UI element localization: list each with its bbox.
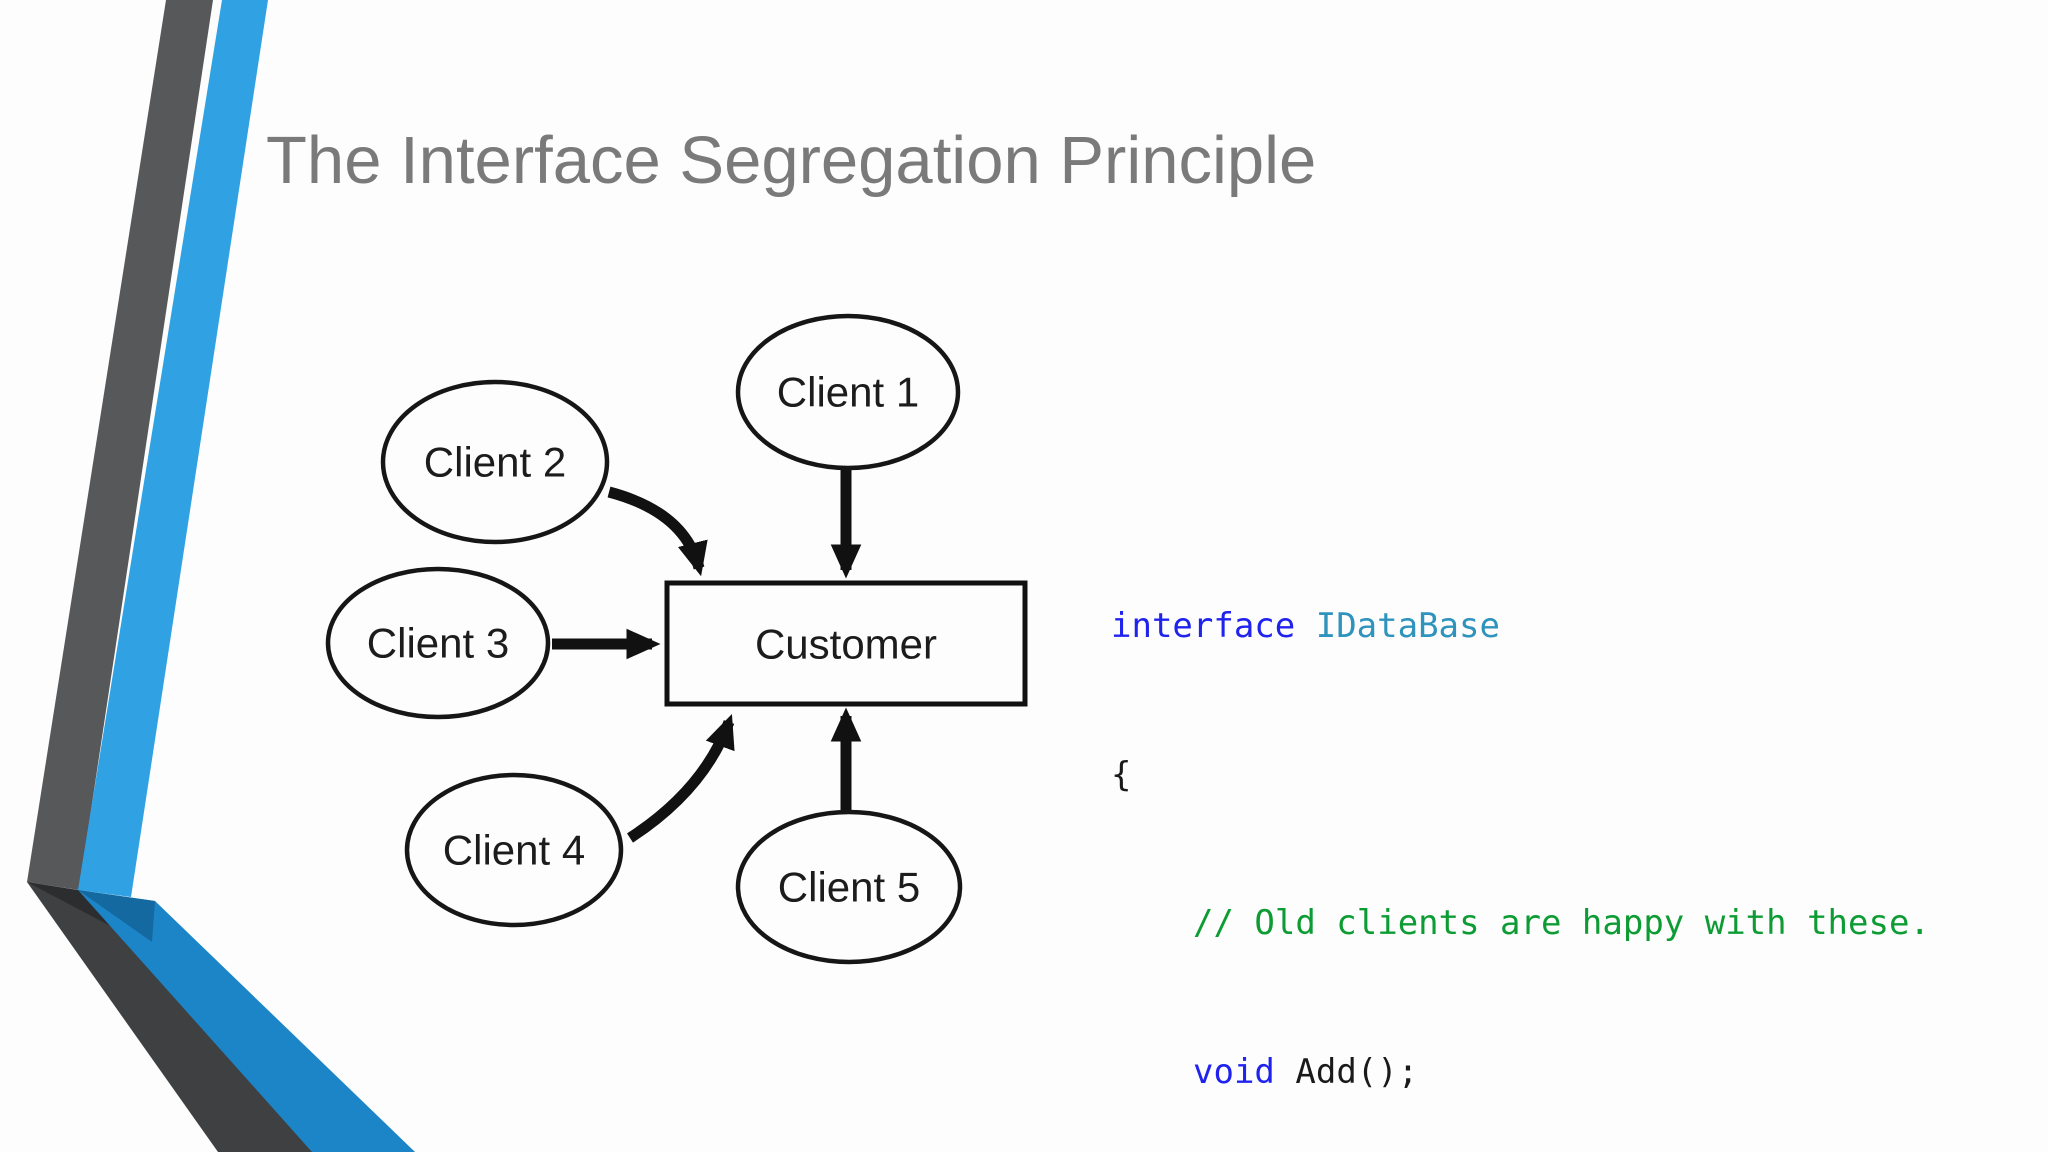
client-4-node: Client 4 — [404, 772, 624, 928]
code-open-brace: { — [1111, 754, 1132, 795]
blue-ribbon-upper-segment — [78, 0, 268, 897]
client-2-node: Client 2 — [380, 379, 610, 545]
code-method-call: Add(); — [1295, 1051, 1419, 1092]
customer-box — [664, 580, 1028, 707]
code-keyword-interface: interface — [1111, 606, 1296, 646]
gray-ribbon-fold — [27, 882, 118, 930]
code-interface-name: IDataBase — [1315, 606, 1500, 646]
customer-node: Customer — [664, 580, 1028, 707]
code-line-comment: // Old clients are happy with these. — [1111, 899, 1930, 949]
code-line-method: void Add(); — [1111, 1048, 1930, 1098]
code-snippet: interface IDataBase { // Old clients are… — [1111, 503, 1930, 1152]
client-4-ellipse — [404, 772, 624, 928]
code-line-open-brace: { — [1111, 751, 1930, 801]
gray-ribbon-lower-segment — [27, 882, 313, 1152]
client-3-label: Client 3 — [367, 620, 509, 667]
client-2-ellipse — [380, 379, 610, 545]
client-5-node: Client 5 — [735, 809, 963, 965]
client-3-ellipse — [325, 566, 551, 720]
customer-label: Customer — [755, 621, 937, 668]
client-1-ellipse — [735, 313, 961, 471]
arrow-client2-to-customer — [607, 486, 708, 577]
client-1-label: Client 1 — [777, 369, 919, 416]
client-3-node: Client 3 — [325, 566, 551, 720]
arrow-client4-to-customer — [627, 714, 735, 843]
client-4-label: Client 4 — [443, 827, 585, 874]
code-comment: // Old clients are happy with these. — [1193, 903, 1930, 943]
client-1-node: Client 1 — [735, 313, 961, 471]
client-5-ellipse — [735, 809, 963, 965]
code-line-interface-declaration: interface IDataBase — [1111, 602, 1930, 652]
blue-ribbon-fold — [78, 890, 155, 942]
client-2-label: Client 2 — [424, 439, 566, 486]
blue-ribbon-lower-segment — [78, 890, 415, 1152]
slide-title: The Interface Segregation Principle — [266, 123, 1317, 198]
code-keyword-void: void — [1193, 1051, 1275, 1092]
gray-ribbon-upper-segment — [27, 0, 213, 890]
client-5-label: Client 5 — [778, 864, 920, 911]
